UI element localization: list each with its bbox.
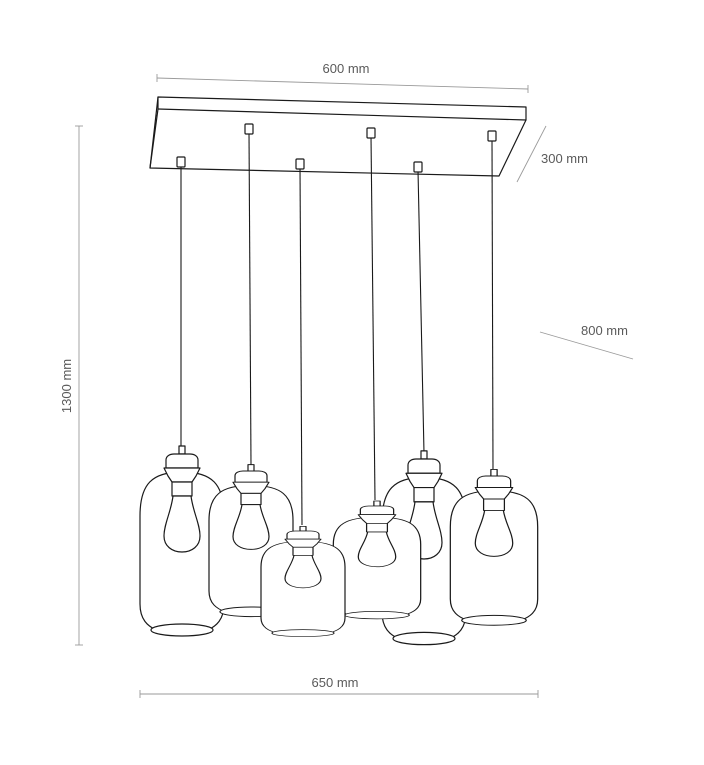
grip-6	[487, 130, 497, 142]
pendant-cords	[180, 131, 494, 526]
grip-4	[366, 127, 376, 139]
cord-2	[248, 131, 252, 466]
bottom-width-label: 650 mm	[312, 675, 359, 690]
top-width-label: 600 mm	[323, 61, 370, 76]
spread-label: 800 mm	[581, 323, 628, 338]
grip-5	[413, 161, 423, 173]
cord-4	[370, 135, 376, 501]
cord-grips	[176, 123, 497, 173]
dimension-top-width: 600 mm	[156, 61, 529, 93]
height-label: 1300 mm	[59, 359, 74, 413]
cord-3	[299, 166, 303, 526]
dimension-bottom-width: 650 mm	[139, 675, 539, 698]
dimension-height: 1300 mm	[59, 125, 83, 646]
dimension-depth: 300 mm	[516, 125, 588, 183]
grip-2	[244, 123, 254, 135]
depth-label: 300 mm	[541, 151, 588, 166]
cord-6	[491, 138, 494, 471]
ceiling-plate	[149, 96, 527, 177]
grip-3	[295, 158, 305, 170]
lamp-6	[449, 468, 539, 626]
cord-5	[417, 169, 425, 454]
dimension-spread: 800 mm	[539, 323, 634, 360]
grip-1	[176, 156, 186, 168]
